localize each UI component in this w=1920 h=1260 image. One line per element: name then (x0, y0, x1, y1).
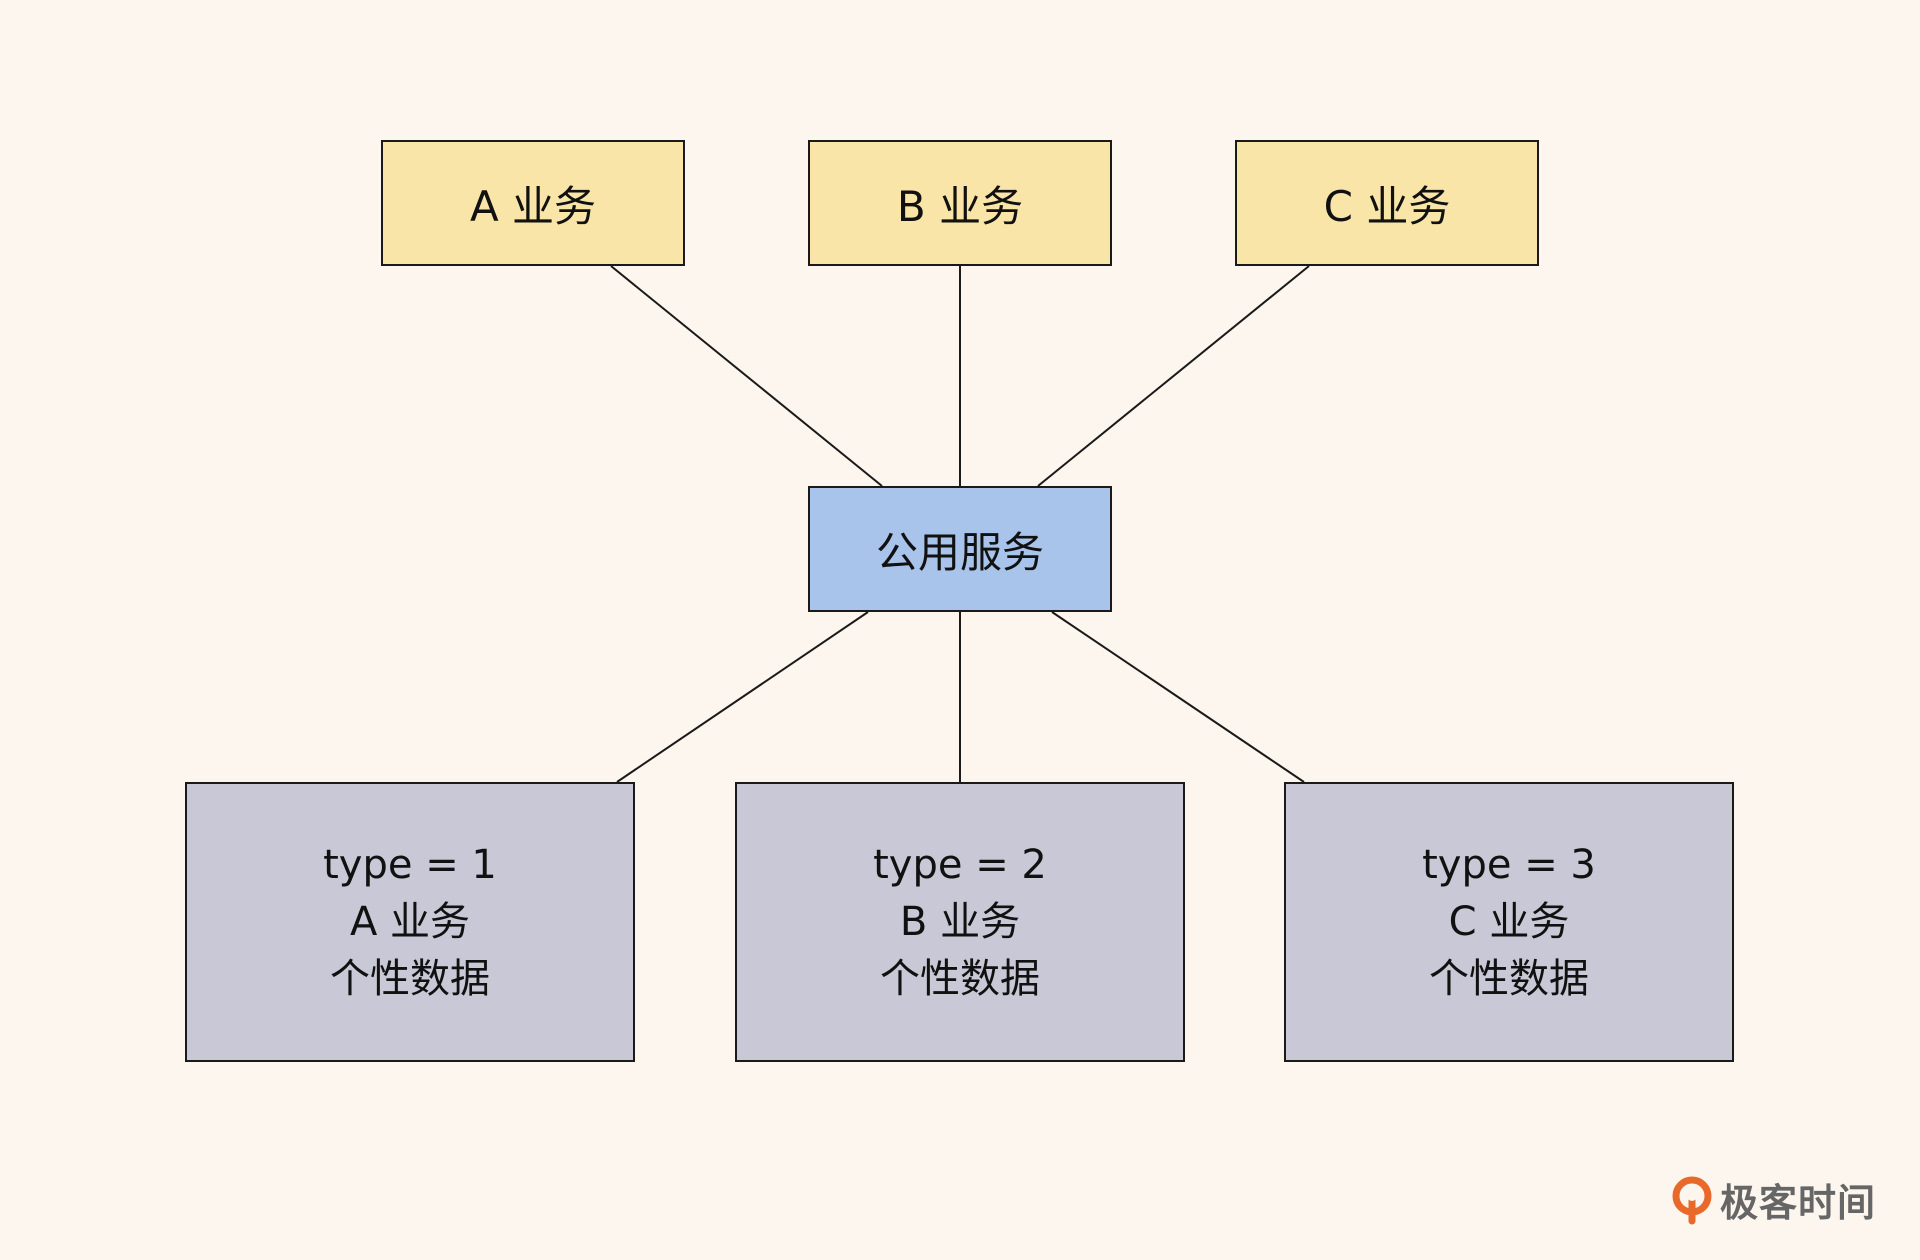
business-a-node: A 业务 (381, 140, 685, 266)
geektime-logo-icon (1672, 1176, 1712, 1224)
data-2-business-line: B 业务 (899, 898, 1021, 945)
business-b-node: B 业务 (808, 140, 1112, 266)
connector-service-to-data-1 (616, 611, 869, 783)
business-b-label: B 业务 (896, 181, 1024, 231)
data-store-type-1: type = 1 A 业务 个性数据 (185, 782, 635, 1062)
shared-service-label: 公用服务 (875, 527, 1044, 577)
data-1-type-line: type = 1 (323, 841, 497, 888)
shared-service-node: 公用服务 (808, 486, 1112, 612)
geektime-logo: 极客时间 (1670, 1172, 1876, 1227)
connector-service-to-data-3 (1051, 611, 1305, 783)
connector-c-to-service (1037, 265, 1310, 487)
data-3-desc-line: 个性数据 (1429, 955, 1589, 1002)
data-1-desc-line: 个性数据 (330, 955, 490, 1002)
business-a-label: A 业务 (469, 181, 597, 231)
business-c-node: C 业务 (1235, 140, 1539, 266)
data-3-business-line: C 业务 (1448, 898, 1570, 945)
data-store-type-3: type = 3 C 业务 个性数据 (1284, 782, 1734, 1062)
connector-a-to-service (610, 265, 883, 487)
data-3-type-line: type = 3 (1422, 841, 1596, 888)
data-store-type-2: type = 2 B 业务 个性数据 (735, 782, 1185, 1062)
geektime-logo-text: 极客时间 (1720, 1181, 1877, 1225)
data-2-desc-line: 个性数据 (880, 955, 1040, 1002)
data-1-business-line: A 业务 (349, 898, 471, 945)
business-c-label: C 业务 (1323, 181, 1451, 231)
data-2-type-line: type = 2 (873, 841, 1047, 888)
